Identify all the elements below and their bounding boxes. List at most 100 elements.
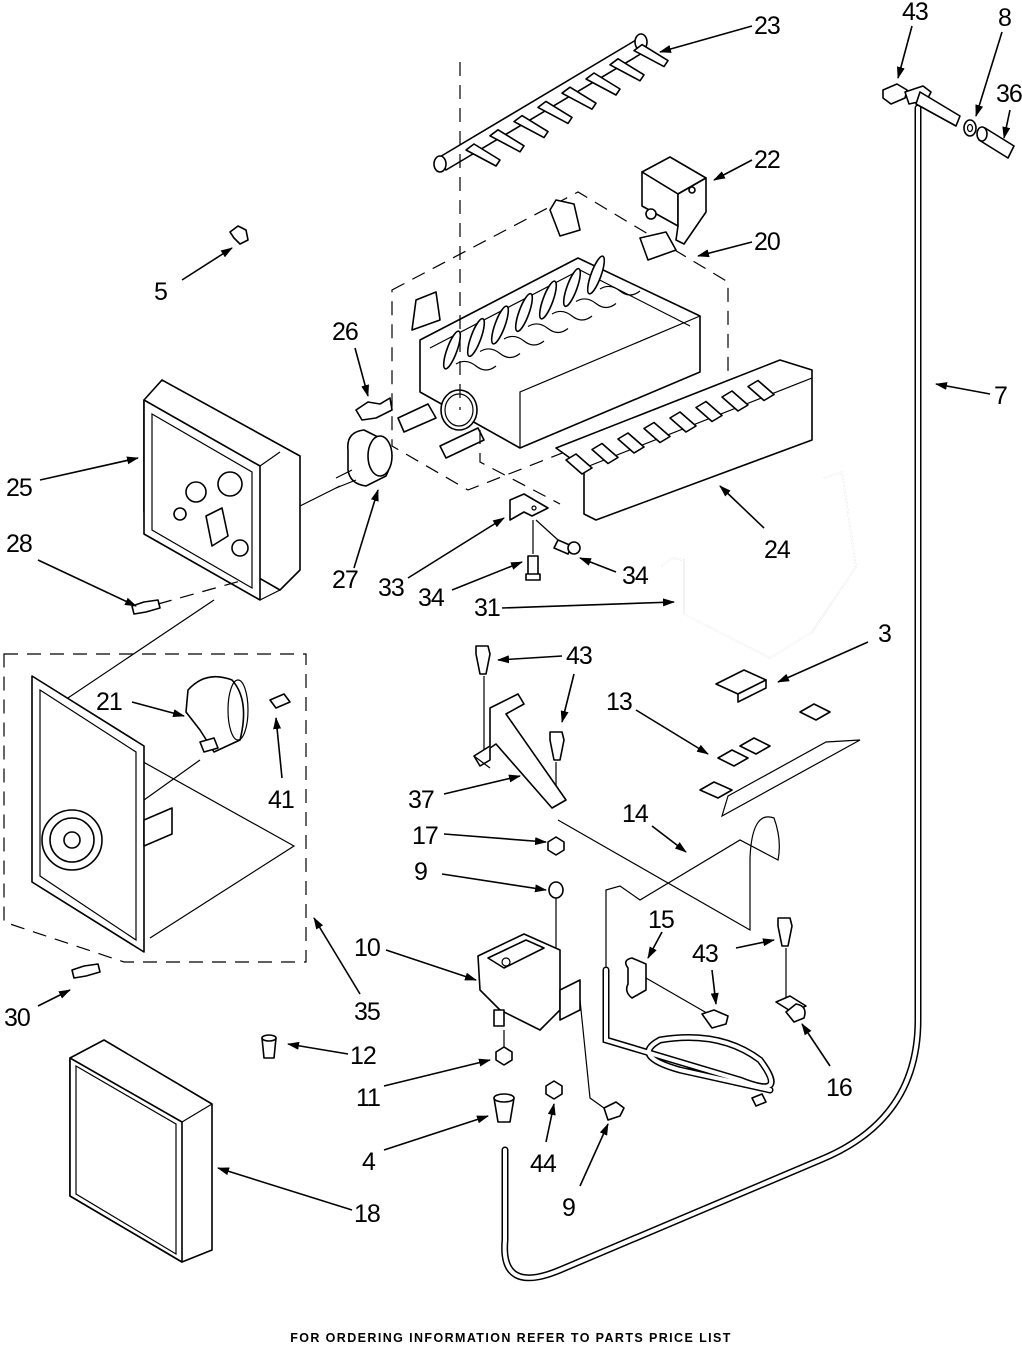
leader-21	[132, 702, 184, 716]
control-housing-25	[144, 380, 300, 600]
callout-35: 35	[354, 998, 380, 1026]
screw-43e	[778, 918, 792, 1000]
leader-36	[1004, 110, 1010, 138]
leader-4	[384, 1116, 488, 1150]
callout-3: 3	[878, 620, 891, 648]
leader-28	[38, 560, 136, 606]
leader-22	[714, 160, 752, 180]
leader-34a	[452, 562, 522, 590]
leader-25	[40, 458, 138, 480]
callout-21: 21	[96, 688, 122, 716]
leader-9b	[580, 1124, 608, 1186]
leader-37	[444, 776, 520, 794]
clamp-16	[776, 996, 806, 1022]
nut-17	[548, 837, 564, 855]
leader-34b	[580, 558, 616, 572]
callout-20: 20	[754, 228, 780, 256]
callout-18: 18	[354, 1200, 380, 1228]
callout-37: 37	[408, 786, 434, 814]
leader-26	[355, 348, 368, 396]
callout-5: 5	[154, 278, 167, 306]
leader-10	[386, 950, 476, 980]
callout-17: 17	[412, 822, 438, 850]
leader-17	[444, 834, 546, 842]
callout-33: 33	[378, 574, 404, 602]
screw-9b	[580, 1000, 624, 1120]
callout-28: 28	[6, 530, 32, 558]
leader-5	[182, 248, 232, 280]
fill-cup-22	[642, 157, 706, 244]
clip-5	[230, 226, 248, 244]
leader-14	[652, 826, 686, 852]
callout-26: 26	[332, 318, 358, 346]
screw-43d	[702, 1010, 728, 1028]
callout-24: 24	[764, 536, 791, 564]
thermostat-27	[300, 430, 392, 506]
screw-30	[72, 964, 100, 978]
leader-13	[636, 710, 708, 754]
module-assembly-35	[4, 600, 306, 962]
leader-43a	[898, 26, 912, 78]
leader-43b	[498, 656, 562, 660]
callout-12: 12	[350, 1042, 376, 1070]
callout-11: 11	[356, 1084, 380, 1112]
water-valve-10	[478, 934, 580, 1030]
callout-30: 30	[4, 1004, 30, 1032]
callout-labels: 23 43 8 36 22 20 5 26 7 25 28 27 33 34 3…	[4, 0, 1022, 1228]
callout-31: 31	[474, 594, 500, 622]
callout-34a: 34	[418, 584, 445, 612]
callout-36: 36	[996, 80, 1022, 108]
bracket-33	[510, 494, 548, 520]
nut-44	[546, 1081, 562, 1099]
callout-22: 22	[754, 146, 780, 174]
fill-tube-fitting-group	[883, 84, 1014, 158]
leader-43c	[562, 674, 574, 722]
screw-34a	[526, 520, 540, 580]
leader-44	[546, 1104, 554, 1142]
callout-9a: 9	[414, 858, 427, 886]
callout-34b: 34	[622, 562, 649, 590]
nut-11	[496, 1030, 512, 1065]
leader-23	[660, 26, 752, 52]
leader-16	[802, 1024, 830, 1066]
screw-28	[132, 580, 244, 614]
leader-31	[502, 602, 674, 608]
callout-23: 23	[754, 12, 780, 40]
leader-15	[648, 932, 662, 958]
callout-43b: 43	[566, 642, 592, 670]
leader-7	[936, 384, 990, 394]
callout-43d: 43	[692, 940, 718, 968]
water-tube-14	[558, 817, 779, 970]
callout-8: 8	[998, 4, 1011, 32]
connector-3	[716, 670, 766, 702]
screw-34b	[536, 520, 580, 554]
leader-9a	[442, 874, 546, 890]
ordering-info-footer: FOR ORDERING INFORMATION REFER TO PARTS …	[0, 1331, 1022, 1345]
callout-41: 41	[268, 786, 294, 814]
leader-43d	[736, 940, 774, 948]
callout-16: 16	[826, 1074, 852, 1102]
shutoff-arm-31	[662, 472, 856, 658]
cover-18	[70, 1040, 212, 1262]
callout-13: 13	[606, 688, 632, 716]
screw-43b	[476, 646, 490, 756]
callout-15: 15	[648, 906, 674, 934]
leader-43e	[712, 970, 716, 1004]
leader-3	[778, 642, 868, 682]
callout-4: 4	[362, 1148, 376, 1176]
leader-18	[218, 1168, 352, 1210]
callout-27: 27	[332, 566, 358, 594]
leader-lines	[38, 26, 1010, 1210]
leader-24	[720, 486, 764, 528]
wire-nut-12	[262, 1035, 276, 1058]
leader-11	[384, 1060, 490, 1086]
leader-27	[354, 490, 378, 568]
callout-25: 25	[6, 474, 32, 502]
clip-26	[356, 398, 392, 420]
callout-9b: 9	[562, 1194, 575, 1222]
callout-14: 14	[622, 800, 649, 828]
leader-41	[276, 718, 282, 778]
leader-33	[408, 518, 504, 578]
ejector-blade-23	[434, 34, 668, 172]
